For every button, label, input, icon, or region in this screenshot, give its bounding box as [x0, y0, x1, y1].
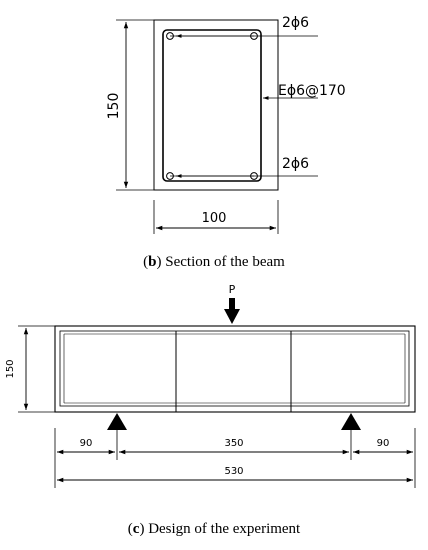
caption-b-text: Section of the beam — [165, 254, 285, 270]
support-left — [107, 413, 127, 430]
beam-outline — [54, 325, 416, 413]
support-right — [341, 413, 361, 430]
cross-section — [116, 19, 318, 234]
label-top-bars: 2ϕ6 — [282, 15, 309, 31]
caption-section-of-beam: (b) Section of the beam — [143, 254, 285, 270]
caption-b-letter: b — [148, 254, 157, 270]
beam-elevation — [18, 325, 416, 488]
section-outline — [153, 19, 279, 191]
label-section-width: 100 — [202, 211, 227, 226]
cross-section-labels: 2ϕ6 Eϕ6@170 2ϕ6 150 100 — [106, 15, 346, 226]
caption-design-of-experiment: (c) Design of the experiment — [127, 521, 301, 537]
caption-c-text: Design of the experiment — [148, 521, 301, 537]
rebar-bottom-left — [166, 172, 174, 180]
load-arrow-head — [224, 309, 240, 324]
label-span: 350 — [224, 438, 243, 449]
label-left-overhang: 90 — [80, 438, 93, 449]
label-section-height: 150 — [106, 93, 122, 120]
label-right-overhang: 90 — [377, 438, 390, 449]
caption-c-letter: c — [132, 521, 140, 537]
rebar-top-left — [166, 32, 174, 40]
label-total-length: 530 — [224, 466, 243, 477]
label-load: P — [229, 283, 236, 296]
load-arrow — [224, 298, 240, 324]
beam-reinforcement-cage — [59, 330, 410, 407]
label-beam-height: 150 — [5, 359, 16, 378]
label-bottom-bars: 2ϕ6 — [282, 156, 309, 172]
label-stirrups: Eϕ6@170 — [278, 83, 346, 99]
stirrup — [162, 29, 262, 182]
load-arrow-shaft — [229, 298, 235, 310]
beam-labels: P 150 90 350 90 530 — [5, 283, 389, 477]
